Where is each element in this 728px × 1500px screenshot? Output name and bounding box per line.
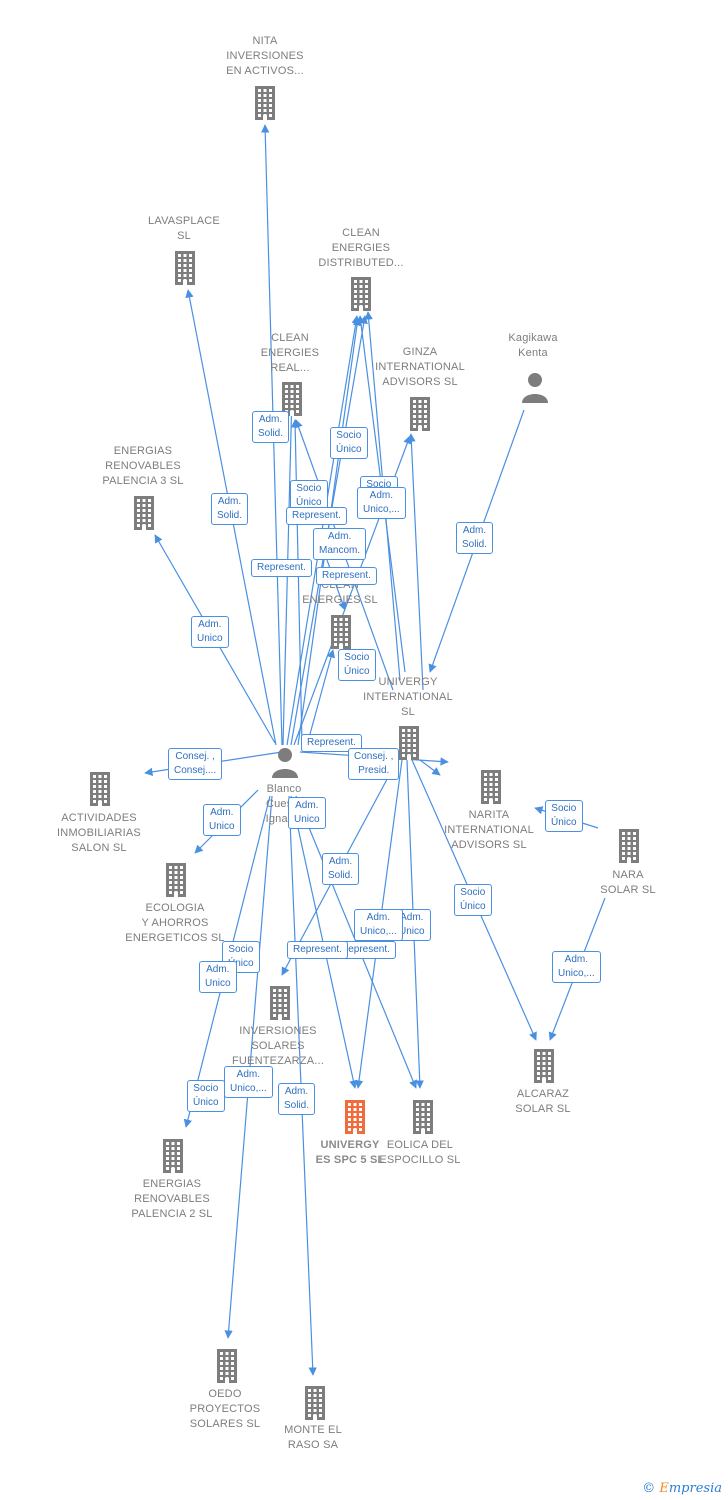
edge-label[interactable]: Adm. Unico,... [354, 909, 403, 941]
edge-label[interactable]: Adm. Unico,... [552, 951, 601, 983]
node-label: OEDO PROYECTOS SOLARES SL [189, 1388, 261, 1430]
node-label: UNIVERGY INTERNATIONAL SL [363, 676, 453, 718]
building-icon [613, 827, 645, 863]
building-icon [475, 768, 507, 804]
building-icon [84, 770, 116, 806]
edge-label[interactable]: Represent. [251, 559, 312, 577]
edge-label[interactable]: Represent. [316, 567, 377, 585]
relationship-edge [407, 433, 424, 691]
node-ecologia-ahorros[interactable]: ECOLOGIA Y AHORROS ENERGETICOS SL [110, 901, 240, 946]
node-label: MONTE EL RASO SA [284, 1424, 342, 1451]
edge-label[interactable]: Adm. Mancom. [313, 528, 367, 560]
node-label: EOLICA DEL ESPOCILLO SL [379, 1139, 461, 1166]
node-inversiones-solares[interactable]: INVERSIONES SOLARES FUENTEZARZA... [213, 1024, 343, 1069]
building-focus-icon [339, 1098, 371, 1134]
node-label: CLEAN ENERGIES REAL... [260, 332, 320, 374]
node-actividades-inmobiliarias[interactable]: ACTIVIDADES INMOBILIARIAS SALON SL [34, 811, 164, 856]
building-icon [249, 84, 281, 120]
building-icon [157, 1137, 189, 1173]
edge-label[interactable]: Adm. Solid. [278, 1083, 316, 1115]
node-energias-palencia-2[interactable]: ENERGIAS RENOVABLES PALENCIA 2 SL [107, 1177, 237, 1222]
building-icon [325, 613, 357, 649]
node-nita-inversiones[interactable]: NITA INVERSIONES EN ACTIVOS... [200, 34, 330, 79]
edge-label[interactable]: Adm. Unico [203, 804, 241, 836]
node-univergy-es-spc-5[interactable]: UNIVERGY ES SPC 5 SL [285, 1138, 415, 1168]
edge-label[interactable]: Adm. Solid. [252, 411, 290, 443]
edge-label[interactable]: Adm. Solid. [456, 522, 494, 554]
node-label: INVERSIONES SOLARES FUENTEZARZA... [231, 1025, 325, 1067]
node-oedo-proyectos[interactable]: OEDO PROYECTOS SOLARES SL [160, 1387, 290, 1432]
edge-label[interactable]: Adm. Unico [288, 797, 326, 829]
node-ginza-international[interactable]: GINZA INTERNATIONAL ADVISORS SL [355, 345, 485, 390]
node-lavasplace[interactable]: LAVASPLACE SL [119, 214, 249, 244]
edge-label[interactable]: Socio Único [330, 427, 368, 459]
person-icon [519, 369, 551, 405]
copyright-footer: © Empresia [642, 1481, 722, 1496]
node-label: NARITA INTERNATIONAL ADVISORS SL [444, 809, 534, 851]
edge-label[interactable]: Socio Único [338, 649, 376, 681]
node-label: ECOLOGIA Y AHORROS ENERGETICOS SL [125, 902, 225, 944]
building-icon [393, 724, 425, 760]
building-icon [169, 249, 201, 285]
node-kagikawa-kenta[interactable]: Kagikawa Kenta [468, 331, 598, 361]
node-monte-el-raso[interactable]: MONTE EL RASO SA [248, 1423, 378, 1453]
node-label: ACTIVIDADES INMOBILIARIAS SALON SL [57, 812, 141, 854]
node-label: ENERGIAS RENOVABLES PALENCIA 3 SL [102, 445, 184, 487]
node-label: ENERGIAS RENOVABLES PALENCIA 2 SL [131, 1178, 213, 1220]
building-icon [264, 984, 296, 1020]
edge-label[interactable]: Adm. Unico [199, 961, 237, 993]
edge-label[interactable]: Adm. Unico,... [224, 1066, 273, 1098]
node-clean-energies-distributed[interactable]: CLEAN ENERGIES DISTRIBUTED... [296, 226, 426, 271]
node-label: ALCARAZ SOLAR SL [515, 1088, 571, 1115]
building-icon [407, 1098, 439, 1134]
node-clean-energies-real[interactable]: CLEAN ENERGIES REAL... [225, 331, 355, 376]
node-label: NITA INVERSIONES EN ACTIVOS... [226, 35, 304, 77]
node-label: CLEAN ENERGIES DISTRIBUTED... [318, 227, 404, 269]
relationship-edge [419, 759, 441, 776]
node-energias-palencia-3[interactable]: ENERGIAS RENOVABLES PALENCIA 3 SL [78, 444, 208, 489]
copyright-symbol: © [642, 1481, 656, 1496]
node-alcaraz-solar[interactable]: ALCARAZ SOLAR SL [478, 1087, 608, 1117]
building-icon [345, 275, 377, 311]
edge-label[interactable]: Adm. Solid. [211, 493, 249, 525]
edge-label[interactable]: Represent. [287, 941, 348, 959]
node-label: LAVASPLACE SL [148, 215, 220, 242]
edge-label[interactable]: Adm. Solid. [322, 853, 360, 885]
building-icon [160, 861, 192, 897]
relationship-edge [290, 419, 303, 746]
brand-initial: E [659, 1481, 669, 1496]
person-icon [269, 744, 301, 780]
building-icon [404, 395, 436, 431]
node-nara-solar[interactable]: NARA SOLAR SL [563, 868, 693, 898]
edge-label[interactable]: Consej. , Consej.... [168, 748, 223, 780]
node-label: NARA SOLAR SL [600, 869, 656, 896]
node-narita-international[interactable]: NARITA INTERNATIONAL ADVISORS SL [424, 808, 554, 853]
edge-label[interactable]: Adm. Unico [191, 616, 229, 648]
relationship-edge [306, 649, 336, 746]
building-icon [211, 1347, 243, 1383]
node-label: Kagikawa Kenta [508, 332, 558, 359]
node-label: UNIVERGY ES SPC 5 SL [315, 1139, 385, 1166]
edge-label[interactable]: Socio Único [187, 1080, 225, 1112]
edge-label[interactable]: Socio Único [454, 884, 492, 916]
building-icon [276, 380, 308, 416]
node-label: GINZA INTERNATIONAL ADVISORS SL [375, 346, 465, 388]
edge-label[interactable]: Adm. Unico,... [357, 487, 406, 519]
edge-label[interactable]: Represent. [301, 734, 362, 752]
building-icon [528, 1047, 560, 1083]
building-icon [299, 1384, 331, 1420]
node-eolica-espocillo[interactable]: EOLICA DEL ESPOCILLO SL [355, 1138, 485, 1168]
edge-label[interactable]: Represent. [335, 941, 396, 959]
building-icon [128, 494, 160, 530]
edge-label[interactable]: Represent. [286, 507, 347, 525]
brand-name: mpresia [668, 1481, 722, 1496]
edge-label[interactable]: Socio Único [545, 800, 583, 832]
node-univergy-international[interactable]: UNIVERGY INTERNATIONAL SL [343, 675, 473, 720]
edge-label[interactable]: Consej. , Presid. [348, 748, 400, 780]
